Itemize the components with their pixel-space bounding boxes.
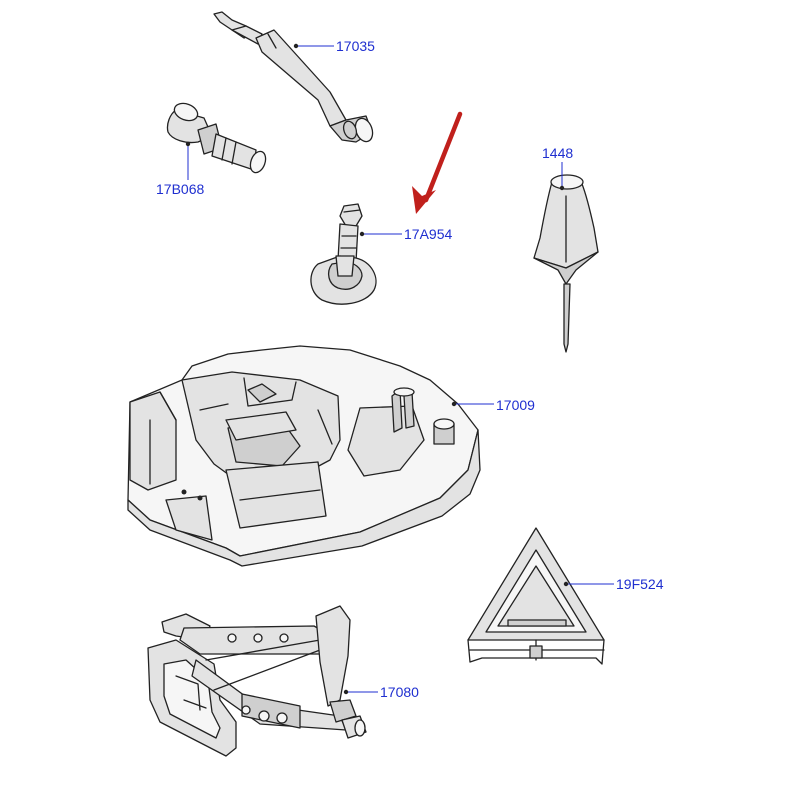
socket-adapter-drawing <box>166 102 267 174</box>
part-label-17009: 17009 <box>496 397 535 413</box>
warning-triangle-drawing <box>467 527 605 665</box>
highlight-arrow <box>412 111 463 214</box>
leader-lines <box>185 43 614 695</box>
towing-eye-drawing <box>310 203 377 305</box>
valve-tool-drawing <box>533 174 599 353</box>
part-label-17035: 17035 <box>336 38 375 54</box>
jack-drawing <box>147 605 367 757</box>
wheel-brace-drawing <box>213 11 374 143</box>
part-label-19f524: 19F524 <box>616 576 664 592</box>
part-label-17080: 17080 <box>380 684 419 700</box>
part-label-17a954: 17A954 <box>404 226 452 242</box>
part-label-17b068: 17B068 <box>156 181 204 197</box>
part-label-1448: 1448 <box>542 145 573 161</box>
spare-wheel-tray-drawing <box>127 345 481 567</box>
